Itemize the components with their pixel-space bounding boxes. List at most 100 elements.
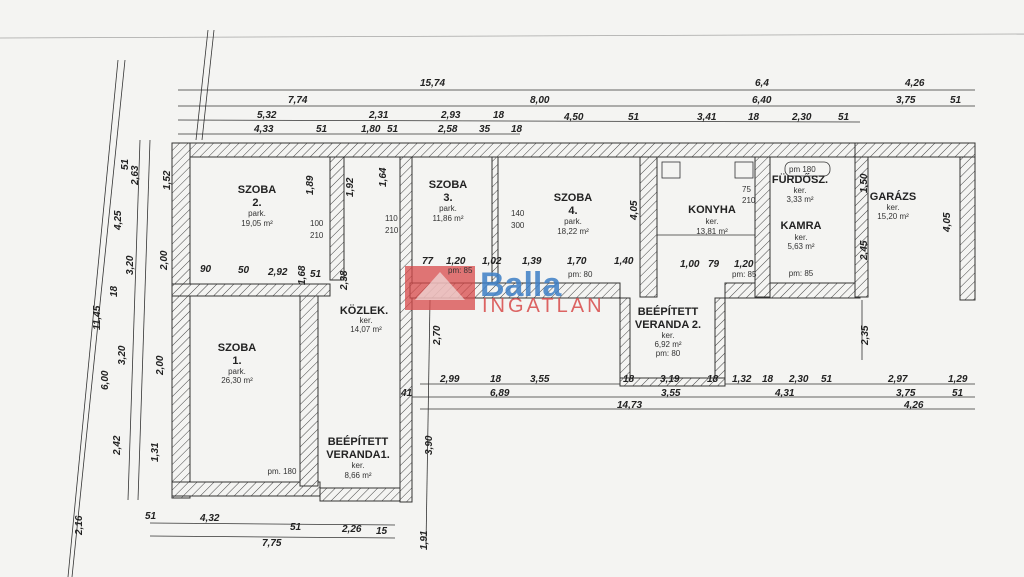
dim-label: 41 (400, 388, 413, 399)
dim-label: 4,26 (904, 78, 925, 89)
room-szoba-2: SZOBA 2. park. 19,05 m² (238, 184, 277, 228)
dim-label: 7,74 (288, 95, 308, 106)
room-veranda-2: BEÉPÍTETT VERANDA 2. ker. 6,92 m² pm: 80 (635, 305, 701, 358)
dim-label: 1,68 (297, 265, 308, 285)
dim-label: 1,31 (150, 442, 161, 462)
dim-label: 1,91 (419, 530, 430, 550)
room-floor: ker. (352, 461, 365, 470)
dim-label: 4,05 (942, 212, 953, 233)
dim-label: 5,32 (257, 110, 277, 121)
dim-label: 2,97 (887, 374, 908, 385)
dim-label: 7,75 (262, 538, 282, 549)
annotations: pm: 85 pm: 80 1,00 79 1,20 pm: 85 77 1,2… (200, 165, 953, 550)
room-name: BEÉPÍTETT (328, 435, 389, 448)
room-name: SZOBA (218, 342, 257, 354)
room-floor: ker. (794, 186, 807, 195)
room-area: 15,20 m² (877, 212, 909, 221)
dim-label: 50 (238, 265, 250, 276)
room-name: SZOBA (429, 179, 468, 191)
dim-label: 1,32 (732, 374, 752, 385)
watermark-brand: Balla (480, 266, 562, 304)
dim-label: 4,25 (113, 210, 124, 231)
dim-label: 2,45 (859, 240, 870, 261)
dim-label: 3,55 (661, 388, 681, 399)
dim-label: 2,92 (267, 267, 288, 278)
top-dimensions: 15,74 6,4 4,26 7,74 8,00 6,40 3,75 51 5,… (253, 78, 962, 135)
room-number: 3. (443, 192, 452, 204)
dim-label: 18 (490, 374, 502, 385)
bottom-dimensions: 2,99 18 3,55 18 3,19 18 1,32 18 2,30 51 … (145, 374, 968, 549)
room-pm: pm. 180 (268, 467, 297, 476)
dim-label: 3,75 (896, 95, 916, 106)
dim-label: 1,39 (522, 256, 542, 267)
annotation: 210 (310, 231, 324, 240)
dim-label: 2,30 (791, 112, 812, 123)
dim-label: 51 (316, 124, 328, 135)
annotation: 210 (385, 226, 399, 235)
room-szoba-4: SZOBA 4. park. 18,22 m² (554, 192, 593, 236)
dim-label: 3,19 (660, 374, 680, 385)
room-konyha: KONYHA ker. 13,81 m² (688, 204, 736, 236)
dim-label: 3,20 (125, 255, 136, 275)
dim-label: 3,75 (896, 388, 916, 399)
annotation: pm: 85 (732, 270, 757, 279)
dim-label: 4,33 (253, 124, 274, 135)
room-pm: pm: 85 (789, 269, 814, 278)
annotation: 110 (385, 214, 398, 223)
room-floor: ker. (795, 233, 808, 242)
dimension-lines (127, 89, 975, 546)
dim-label: 6,89 (490, 388, 510, 399)
dim-label: 2,30 (788, 374, 809, 385)
dim-label: 1,00 (680, 259, 700, 270)
annotation: pm 180 (789, 165, 816, 174)
dim-label: 51 (838, 112, 850, 123)
dim-label: 1,70 (567, 256, 587, 267)
dim-label: 6,4 (755, 78, 769, 89)
room-szoba-3: SZOBA 3. park. 11,86 m² (429, 179, 468, 223)
dim-label: 51 (145, 511, 157, 522)
room-name: KONYHA (688, 204, 736, 216)
dim-label: 1,64 (378, 167, 389, 187)
annotation: 210 (742, 196, 756, 205)
annotation: pm: 80 (568, 270, 593, 279)
dim-label: 1,89 (305, 175, 316, 195)
dim-label: 3,90 (424, 435, 435, 455)
dim-label: 51 (628, 112, 640, 123)
room-furdoszoba: FÜRDŐSZ. ker. 3,33 m² (772, 173, 828, 204)
dim-label: 51 (952, 388, 964, 399)
room-area: 8,66 m² (344, 471, 371, 480)
annotation: pm: 85 (448, 266, 473, 275)
annotation: 140 (511, 209, 525, 218)
dim-label: 18 (511, 124, 523, 135)
dim-label: 4,50 (563, 112, 584, 123)
room-kozlekedo: KÖZLEK. ker. 14,07 m² (340, 304, 388, 334)
room-floor: ker. (887, 203, 900, 212)
dim-label: 2,70 (432, 325, 443, 346)
room-number: 2. (252, 197, 261, 209)
dim-label: 51 (310, 269, 322, 280)
room-area: 5,63 m² (787, 242, 814, 251)
room-szoba-1: SZOBA 1. park. 26,30 m² pm. 180 (218, 342, 297, 476)
dim-label: 2,38 (339, 270, 350, 291)
dim-label: 6,40 (752, 95, 772, 106)
room-area: 3,33 m² (786, 195, 813, 204)
room-area: 26,30 m² (221, 376, 253, 385)
room-area: 11,86 m² (433, 214, 464, 223)
dim-label: 18 (748, 112, 760, 123)
room-name: SZOBA (238, 184, 277, 196)
dim-label: 4,31 (774, 388, 795, 399)
room-name: KÖZLEK. (340, 304, 388, 317)
dim-label: 2,00 (155, 355, 166, 376)
room-name: SZOBA (554, 192, 593, 204)
dim-label: 51 (290, 522, 302, 533)
dim-label: 6,00 (100, 370, 111, 390)
left-dimensions: 11,45 4,25 6,00 2,63 3,20 3,20 2,42 51 1… (74, 158, 173, 536)
room-floor: ker. (360, 316, 373, 325)
dim-label: 51 (387, 124, 399, 135)
dim-label: 2,63 (130, 165, 141, 186)
room-name: BEÉPÍTETT (638, 305, 699, 318)
dim-label: 18 (623, 374, 635, 385)
dim-label: 2,31 (368, 110, 389, 121)
dim-label: 18 (493, 110, 505, 121)
dim-label: 4,26 (903, 400, 924, 411)
